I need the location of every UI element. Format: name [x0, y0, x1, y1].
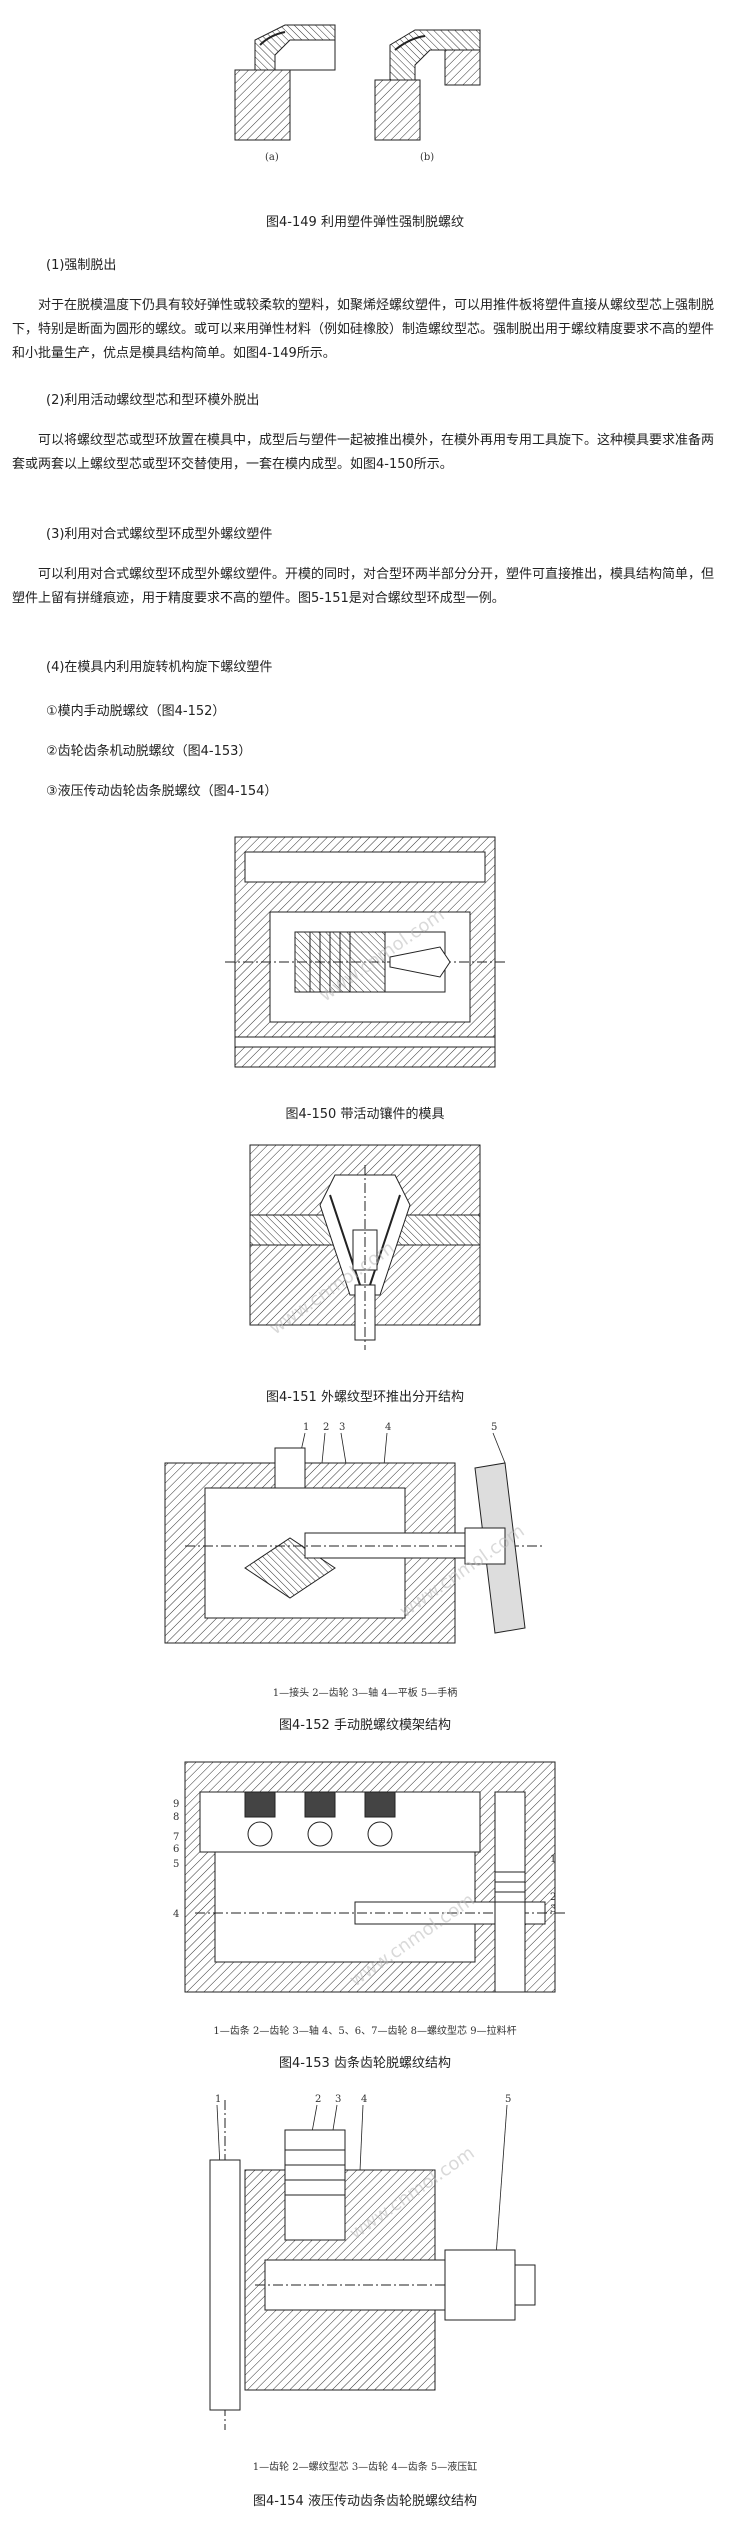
figure-4-149-drawing: (a) (b) [234, 24, 481, 163]
heading-forced-release: (1)强制脱出 [46, 258, 117, 273]
heading-rotating-mechanism: (4)在模具内利用旋转机构旋下螺纹塑件 [46, 660, 273, 675]
figure-4-153-legend: 1—齿条 2—齿轮 3—轴 4、5、6、7—齿轮 8—螺纹型芯 9—拉料杆 [213, 2026, 517, 2037]
figure-4-153-number: 6 [173, 1844, 179, 1855]
figure-4-154-number: 4 [361, 2094, 367, 2105]
figure-4-154-drawing: 1 2 3 4 5 www.cnmol.com [209, 2094, 536, 2430]
figure-4-153-number: 1 [550, 1854, 556, 1865]
figure-4-154-number: 1 [215, 2094, 221, 2105]
figure-4-152: 1 2 3 4 5 www.cnmol.com [0, 1418, 730, 1678]
figure-4-153-number: 9 [173, 1799, 179, 1810]
list-item-rack-pinion: ②齿轮齿条机动脱螺纹（图4-153） [46, 744, 252, 759]
figure-4-153-drawing: 9 8 7 6 5 4 1 2 3 www.cnmol.com [173, 1761, 565, 1993]
figure-4-151-drawing: www.cnmol.com [249, 1144, 481, 1350]
figure-4-150-caption: 图4-150 带活动镶件的模具 [285, 1107, 445, 1122]
figure-4-153: 9 8 7 6 5 4 1 2 3 www.cnmol.com [0, 1752, 730, 2022]
figure-4-151: www.cnmol.com [0, 1135, 730, 1360]
figure-4-153-number: 5 [173, 1859, 179, 1870]
figure-4-152-number: 4 [385, 1422, 391, 1433]
figure-4-153-number: 4 [173, 1909, 179, 1920]
figure-4-154-caption: 图4-154 液压传动齿条齿轮脱螺纹结构 [253, 2494, 477, 2509]
paragraph-split-ring: 可以利用对合式螺纹型环成型外螺纹塑件。开模的同时，对合型环两半部分分开，塑件可直… [12, 567, 715, 606]
list-item-hydraulic: ③液压传动齿轮齿条脱螺纹（图4-154） [46, 784, 278, 799]
heading-split-ring: (3)利用对合式螺纹型环成型外螺纹塑件 [46, 527, 273, 542]
figure-4-152-caption: 图4-152 手动脱螺纹模架结构 [279, 1718, 451, 1733]
figure-4-149-b-drawing [374, 29, 481, 141]
figure-4-154-number: 3 [335, 2094, 341, 2105]
figure-4-153-number: 8 [173, 1812, 179, 1823]
figure-4-149-sub-a-label: (a) [265, 152, 279, 163]
figure-4-152-drawing: 1 2 3 4 5 www.cnmol.com [164, 1422, 545, 1644]
heading-movable-core: (2)利用活动螺纹型芯和型环模外脱出 [46, 393, 260, 408]
paragraph-movable-core: 可以将螺纹型芯或型环放置在模具中，成型后与塑件一起被推出模外，在模外再用专用工具… [12, 433, 715, 472]
figure-4-149-a-drawing [234, 24, 336, 141]
figure-4-150-drawing: www.cnmol.com [225, 836, 505, 1068]
paragraph-forced-release: 对于在脱模温度下仍具有较好弹性或较柔软的塑料，如聚烯烃螺纹塑件，可以用推件板将塑… [12, 298, 715, 361]
figure-4-153-caption: 图4-153 齿条齿轮脱螺纹结构 [279, 2056, 451, 2071]
figure-4-149: (a) (b) [0, 10, 730, 190]
figure-4-152-number: 1 [303, 1422, 309, 1433]
figure-4-152-legend: 1—接头 2—齿轮 3—轴 4—平板 5—手柄 [272, 1688, 458, 1699]
figure-4-154-number: 2 [315, 2094, 321, 2105]
figure-4-149-caption: 图4-149 利用塑件弹性强制脱螺纹 [266, 215, 464, 230]
figure-4-152-number: 3 [339, 1422, 345, 1433]
figure-4-153-number: 7 [173, 1832, 179, 1843]
figure-4-152-number: 5 [491, 1422, 497, 1433]
figure-4-152-number: 2 [323, 1422, 329, 1433]
figure-4-154-legend: 1—齿轮 2—螺纹型芯 3—齿轮 4—齿条 5—液压缸 [252, 2462, 478, 2473]
figure-4-154-number: 5 [505, 2094, 511, 2105]
figure-4-149-sub-b-label: (b) [420, 152, 434, 163]
figure-4-153-number: 3 [550, 1904, 556, 1915]
figure-4-153-number: 2 [550, 1892, 556, 1903]
list-item-manual: ①模内手动脱螺纹（图4-152） [46, 704, 226, 719]
figure-4-151-caption: 图4-151 外螺纹型环推出分开结构 [266, 1390, 464, 1405]
figure-4-154: 1 2 3 4 5 www.cnmol.com [0, 2090, 730, 2460]
figure-4-150: www.cnmol.com [0, 822, 730, 1082]
